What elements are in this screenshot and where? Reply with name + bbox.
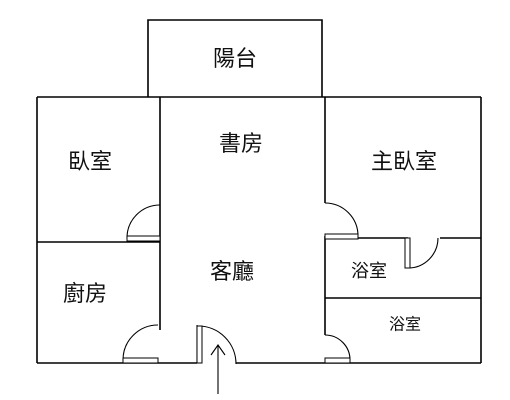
door-bathroom-1 — [404, 237, 439, 269]
door-bedroom — [126, 204, 161, 242]
room-label-living-room: 客廳 — [210, 260, 254, 285]
outer-walls — [36, 96, 482, 364]
door-master-bedroom — [324, 202, 359, 240]
door-kitchen — [122, 324, 159, 364]
room-label-kitchen: 廚房 — [63, 282, 107, 307]
room-label-master-bedroom: 主臥室 — [371, 150, 437, 175]
room-label-bathroom-2: 浴室 — [389, 315, 421, 334]
room-label-bedroom: 臥室 — [68, 150, 112, 175]
room-label-bathroom-1: 浴室 — [351, 261, 387, 282]
room-label-study: 書房 — [219, 132, 263, 157]
up-arrow-icon — [210, 344, 226, 394]
door-bathroom-2 — [324, 334, 351, 364]
door-entrance — [196, 325, 237, 365]
balcony — [147, 19, 323, 97]
room-label-balcony: 陽台 — [213, 47, 257, 72]
